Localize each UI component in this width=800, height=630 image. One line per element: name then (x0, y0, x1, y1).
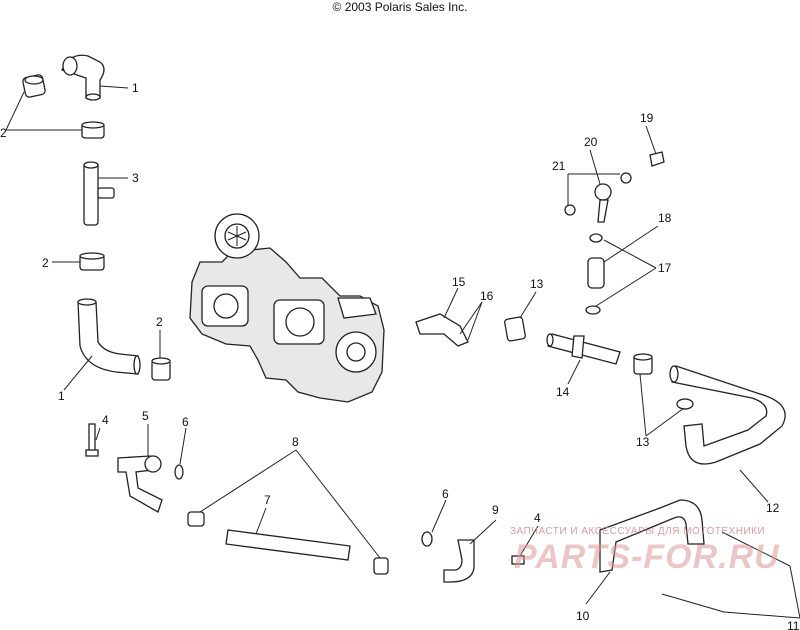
part-18-sleeve (585, 233, 605, 315)
part-2-collar-mid (151, 357, 171, 381)
watermark-subtitle: ЗАПЧАСТИ И АКСЕССУАРЫ ДЛЯ МОТОТЕХНИКИ (510, 526, 766, 537)
watermark-logo: PARTS-FOR.RU (514, 538, 780, 576)
part-9-hose (443, 539, 475, 583)
callout-7: 7 (264, 493, 271, 507)
part-14-tee-pipe (546, 333, 621, 365)
callout-4-right: 4 (534, 511, 541, 525)
callout-1-upper: 1 (132, 81, 139, 95)
part-8-collar-left (187, 511, 205, 527)
part-5-elbow-fitting (117, 455, 163, 513)
part-4-bolt-left (85, 423, 99, 457)
part-6-o-ring-left (174, 464, 184, 480)
part-13-collar (504, 316, 526, 342)
callout-9: 9 (492, 503, 499, 517)
callout-8: 8 (292, 435, 299, 449)
callout-17: 17 (658, 261, 672, 275)
copyright-text: © 2003 Polaris Sales Inc. (332, 0, 468, 14)
part-2-collar-upper (22, 74, 46, 98)
callout-1-lower: 1 (58, 389, 65, 403)
callout-6-right: 6 (442, 487, 449, 501)
part-19-20-21-fittings (564, 151, 665, 223)
part-13-collar-right (633, 353, 653, 375)
callout-20: 20 (584, 135, 598, 149)
part-2-cap-middle (79, 252, 105, 271)
callout-6-left: 6 (182, 415, 189, 429)
callout-2-upper: 2 (0, 126, 7, 140)
callout-12: 12 (766, 501, 780, 515)
callout-4-left: 4 (102, 413, 109, 427)
callout-15: 15 (452, 275, 466, 289)
callout-13-lower: 13 (636, 435, 650, 449)
part-4-bolt-right (511, 555, 525, 565)
part-10-hose (599, 499, 705, 573)
part-13-small-collar (676, 398, 694, 410)
part-6-o-ring-right (421, 531, 433, 547)
callout-2-middle: 2 (42, 256, 49, 270)
part-2-cap (81, 121, 105, 139)
callout-labels: 1 2 3 2 2 1 4 5 6 8 7 6 9 4 10 11 12 13 … (0, 81, 800, 630)
engine-turbo-assembly (189, 213, 385, 403)
part-12-hose (669, 365, 786, 465)
part-1-upper-elbow-hose (61, 54, 105, 101)
part-8-collar-right (373, 557, 389, 575)
callout-19: 19 (640, 111, 654, 125)
part-15-bracket (415, 313, 469, 347)
callout-5: 5 (142, 409, 149, 423)
callout-18: 18 (658, 211, 672, 225)
part-11-rods (661, 531, 791, 613)
callout-11: 11 (787, 619, 800, 630)
callout-10: 10 (576, 609, 590, 623)
part-1-lower-elbow-hose (77, 298, 141, 375)
callout-14: 14 (556, 385, 570, 399)
callout-21: 21 (552, 159, 566, 173)
callout-13-upper: 13 (530, 277, 544, 291)
callout-3: 3 (132, 171, 139, 185)
callout-2-lower: 2 (156, 315, 163, 329)
part-7-corrugated-hose (225, 529, 351, 561)
callout-16: 16 (480, 289, 494, 303)
leader-lines (5, 85, 800, 619)
part-3-tee-fitting (83, 161, 115, 226)
